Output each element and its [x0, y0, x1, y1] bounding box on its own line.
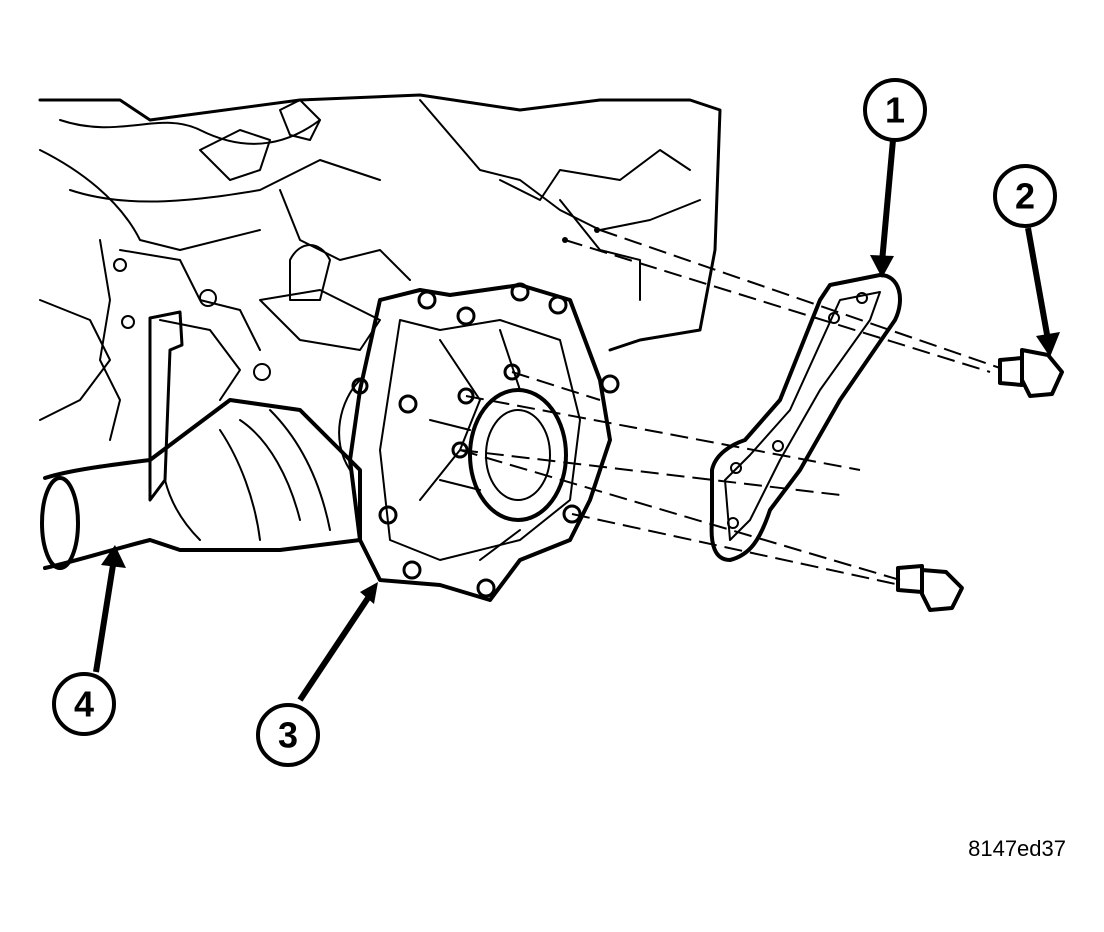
- figure-id: 8147ed37: [968, 836, 1066, 861]
- bolt-lower: [896, 564, 964, 612]
- callout-2-label: 2: [1015, 176, 1035, 217]
- callout-3-label: 3: [278, 715, 298, 756]
- callout-4-label: 4: [74, 684, 94, 725]
- callout-1: 1: [863, 78, 927, 142]
- callout-1-label: 1: [885, 90, 905, 131]
- alignment-lines: [459, 229, 1001, 586]
- bolt-upper: [998, 348, 1064, 398]
- callout-4: 4: [52, 672, 116, 736]
- bracket: [709, 273, 902, 562]
- transfer-case: [338, 282, 620, 602]
- leader-arrows: [93, 139, 1060, 702]
- callout-2: 2: [993, 164, 1057, 228]
- callout-3: 3: [256, 703, 320, 767]
- mount-hole-upper-right: [594, 227, 600, 233]
- exhaust-pipe: [40, 310, 362, 570]
